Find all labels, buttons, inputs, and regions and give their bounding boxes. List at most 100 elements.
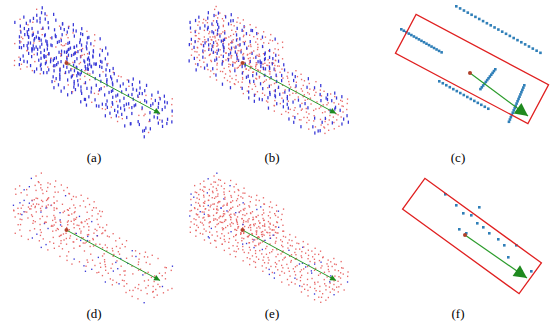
point [253,261,254,262]
point [208,205,209,206]
point [80,32,81,35]
point [231,208,232,209]
point-cloud [189,6,350,135]
point [162,108,163,111]
point [88,36,89,39]
point [27,33,28,36]
point [317,281,318,282]
point [231,13,232,16]
point [142,92,143,95]
point [262,236,263,237]
point [74,60,75,63]
point [147,293,148,294]
point [243,35,244,36]
point [88,226,89,227]
point [190,26,191,29]
point [59,25,60,26]
point [167,101,168,104]
point [249,264,250,265]
point [243,232,244,233]
point [172,110,173,113]
point [318,129,319,132]
point [296,265,297,266]
point [306,86,307,89]
point [326,263,327,264]
point [81,44,82,47]
point [197,214,198,215]
point [197,47,198,48]
point [237,246,238,247]
point [55,19,56,22]
point [149,111,150,114]
point [269,91,270,94]
point [28,206,29,207]
point [194,224,195,225]
point [210,184,211,185]
point [129,107,130,108]
point [37,31,38,34]
point [81,27,82,30]
point [208,216,209,217]
point [334,269,335,270]
point [198,227,199,228]
point [223,191,224,192]
point [91,87,92,90]
point [303,284,304,285]
point [205,208,206,209]
point [73,241,74,242]
point [262,260,263,261]
point [267,96,268,99]
point [75,207,76,208]
point [301,255,302,256]
point [302,108,303,109]
point [217,206,218,207]
point [86,87,87,90]
point [92,71,93,74]
point [38,181,39,182]
point [79,49,80,50]
point [29,186,30,187]
point [132,273,133,274]
point [96,272,97,273]
point [109,69,110,72]
point [212,36,213,37]
point [21,64,22,65]
point [68,70,69,73]
point [209,195,210,196]
point [69,229,70,230]
point [225,37,226,38]
point [87,67,88,70]
point [229,81,230,82]
point [283,100,284,103]
point [224,250,225,251]
point [314,95,315,96]
point [230,202,231,203]
point [54,202,55,203]
point [34,199,35,200]
point [80,56,81,57]
point [104,253,105,254]
point [137,288,138,289]
point [13,205,14,206]
point [105,266,106,267]
point [346,109,347,110]
point [252,239,253,240]
point [203,196,204,197]
point [218,39,219,40]
point [41,29,42,30]
point [297,76,298,77]
point [268,259,269,260]
point [87,223,88,224]
point [207,22,208,23]
point [194,51,195,52]
point [289,239,290,240]
point [221,40,222,43]
point [27,44,28,47]
point [28,28,29,31]
point [51,205,52,206]
point [74,227,75,228]
point [162,125,163,128]
point [145,95,146,96]
point [63,212,64,213]
point [89,204,90,205]
